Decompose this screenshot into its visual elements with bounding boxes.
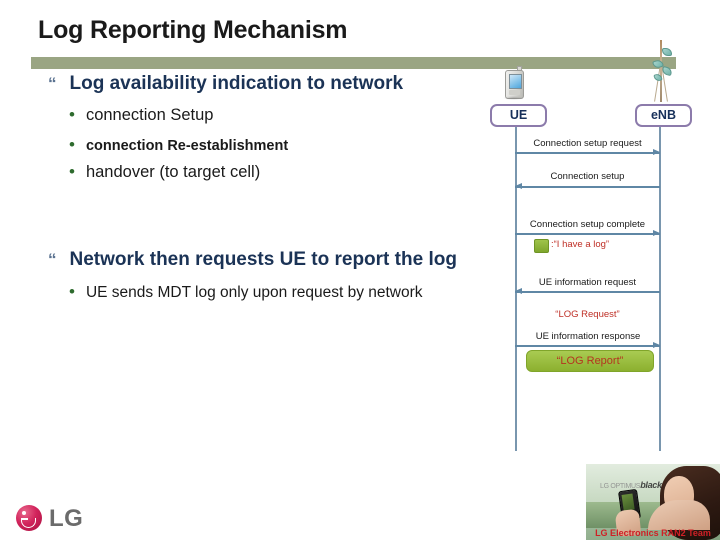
message-label-ue-information-response: UE information response bbox=[535, 331, 641, 342]
message-line-ue-information-response bbox=[515, 345, 660, 347]
lg-logo-chin-part bbox=[21, 518, 36, 528]
bullet-level1-network-requests: “ Network then requests UE to report the… bbox=[48, 250, 457, 269]
mobile-phone-icon bbox=[503, 66, 525, 100]
arrow-head-left-icon bbox=[515, 183, 522, 189]
bullet-level2-label: UE sends MDT log only upon request by ne… bbox=[85, 284, 423, 301]
bullet-level2-handover: • handover (to target cell) bbox=[69, 163, 260, 181]
message-label-connection-setup: Connection setup bbox=[550, 171, 625, 182]
tower-dish-part bbox=[662, 48, 672, 56]
bullet-dot-icon: • bbox=[69, 105, 75, 124]
photo-handset-screen-part bbox=[621, 493, 635, 511]
annotation-i-have-a-log: :“I have a log” bbox=[551, 239, 610, 250]
bullet-dot-icon: • bbox=[69, 162, 75, 181]
bullet-level1-log-availability: “ Log availability indication to network bbox=[48, 74, 403, 93]
lg-logo-eye-part bbox=[22, 511, 26, 515]
phone-screen-part bbox=[509, 74, 522, 89]
photo-product-wordmark-brand: LG OPTIMUS bbox=[600, 483, 641, 490]
photo-product-wordmark: LG OPTIMUSblack bbox=[600, 480, 662, 490]
bullet-level2-label: handover (to target cell) bbox=[85, 163, 261, 181]
bullet-level1-label: Network then requests UE to report the l… bbox=[69, 249, 457, 270]
tower-mast-part bbox=[660, 40, 662, 102]
message-line-connection-setup-request bbox=[515, 152, 660, 154]
title-divider-bar bbox=[31, 57, 676, 69]
node-enb[interactable]: eNB bbox=[635, 104, 692, 127]
message-label-connection-setup-request: Connection setup request bbox=[533, 138, 642, 149]
green-status-chip-icon bbox=[534, 239, 549, 253]
lg-logo-face-part bbox=[21, 510, 37, 528]
bullet-dot-icon: • bbox=[69, 135, 75, 154]
phone-shadow-part bbox=[503, 96, 524, 100]
message-line-connection-setup-complete bbox=[515, 233, 660, 235]
photo-product-wordmark-model: black bbox=[640, 480, 662, 490]
footer-product-photo: LG OPTIMUSblack LG Electronics RAN2 Team bbox=[586, 464, 720, 540]
lg-logo-wordmark: LG bbox=[49, 505, 84, 532]
page-title: Log Reporting Mechanism bbox=[38, 16, 348, 44]
arrow-head-left-icon bbox=[515, 288, 522, 294]
bullet-level2-mdt-log: • UE sends MDT log only upon request by … bbox=[69, 283, 423, 301]
message-line-connection-setup bbox=[515, 186, 660, 188]
arrow-head-right-icon bbox=[653, 230, 660, 236]
bullet-level2-connection-reestablishment: • connection Re-establishment bbox=[69, 136, 288, 154]
footer-caption: LG Electronics RAN2 Team bbox=[595, 528, 711, 538]
slide-body: “ Log availability indication to network… bbox=[0, 70, 520, 450]
sequence-diagram: UE eNB Connection setup request Connecti… bbox=[480, 40, 720, 464]
annotation-log-request: “LOG Request” bbox=[555, 309, 620, 320]
phone-keypad-part bbox=[509, 90, 520, 95]
node-ue[interactable]: UE bbox=[490, 104, 547, 127]
antenna-tower-icon bbox=[648, 40, 674, 104]
bullet-dot-icon: • bbox=[69, 282, 75, 301]
bullet-level2-label: connection Re-establishment bbox=[85, 138, 289, 154]
bullet-level2-connection-setup: • connection Setup bbox=[69, 106, 213, 124]
message-label-connection-setup-complete: Connection setup complete bbox=[529, 219, 646, 230]
arrow-head-right-icon bbox=[653, 149, 660, 155]
message-label-ue-information-request: UE information request bbox=[538, 277, 637, 288]
phone-body-part bbox=[505, 70, 524, 99]
lg-logo: LG bbox=[16, 503, 126, 533]
bullet-level2-label: connection Setup bbox=[85, 106, 214, 124]
message-line-ue-information-request bbox=[515, 291, 660, 293]
bullet-level1-label: Log availability indication to network bbox=[69, 73, 404, 94]
bullet-marker-icon: “ bbox=[48, 74, 57, 93]
annotation-log-report: “LOG Report” bbox=[526, 350, 654, 372]
lifeline-enb bbox=[659, 127, 661, 451]
arrow-head-right-icon bbox=[653, 342, 660, 348]
lg-logo-mark-icon bbox=[16, 505, 42, 531]
bullet-marker-icon: “ bbox=[48, 250, 57, 269]
